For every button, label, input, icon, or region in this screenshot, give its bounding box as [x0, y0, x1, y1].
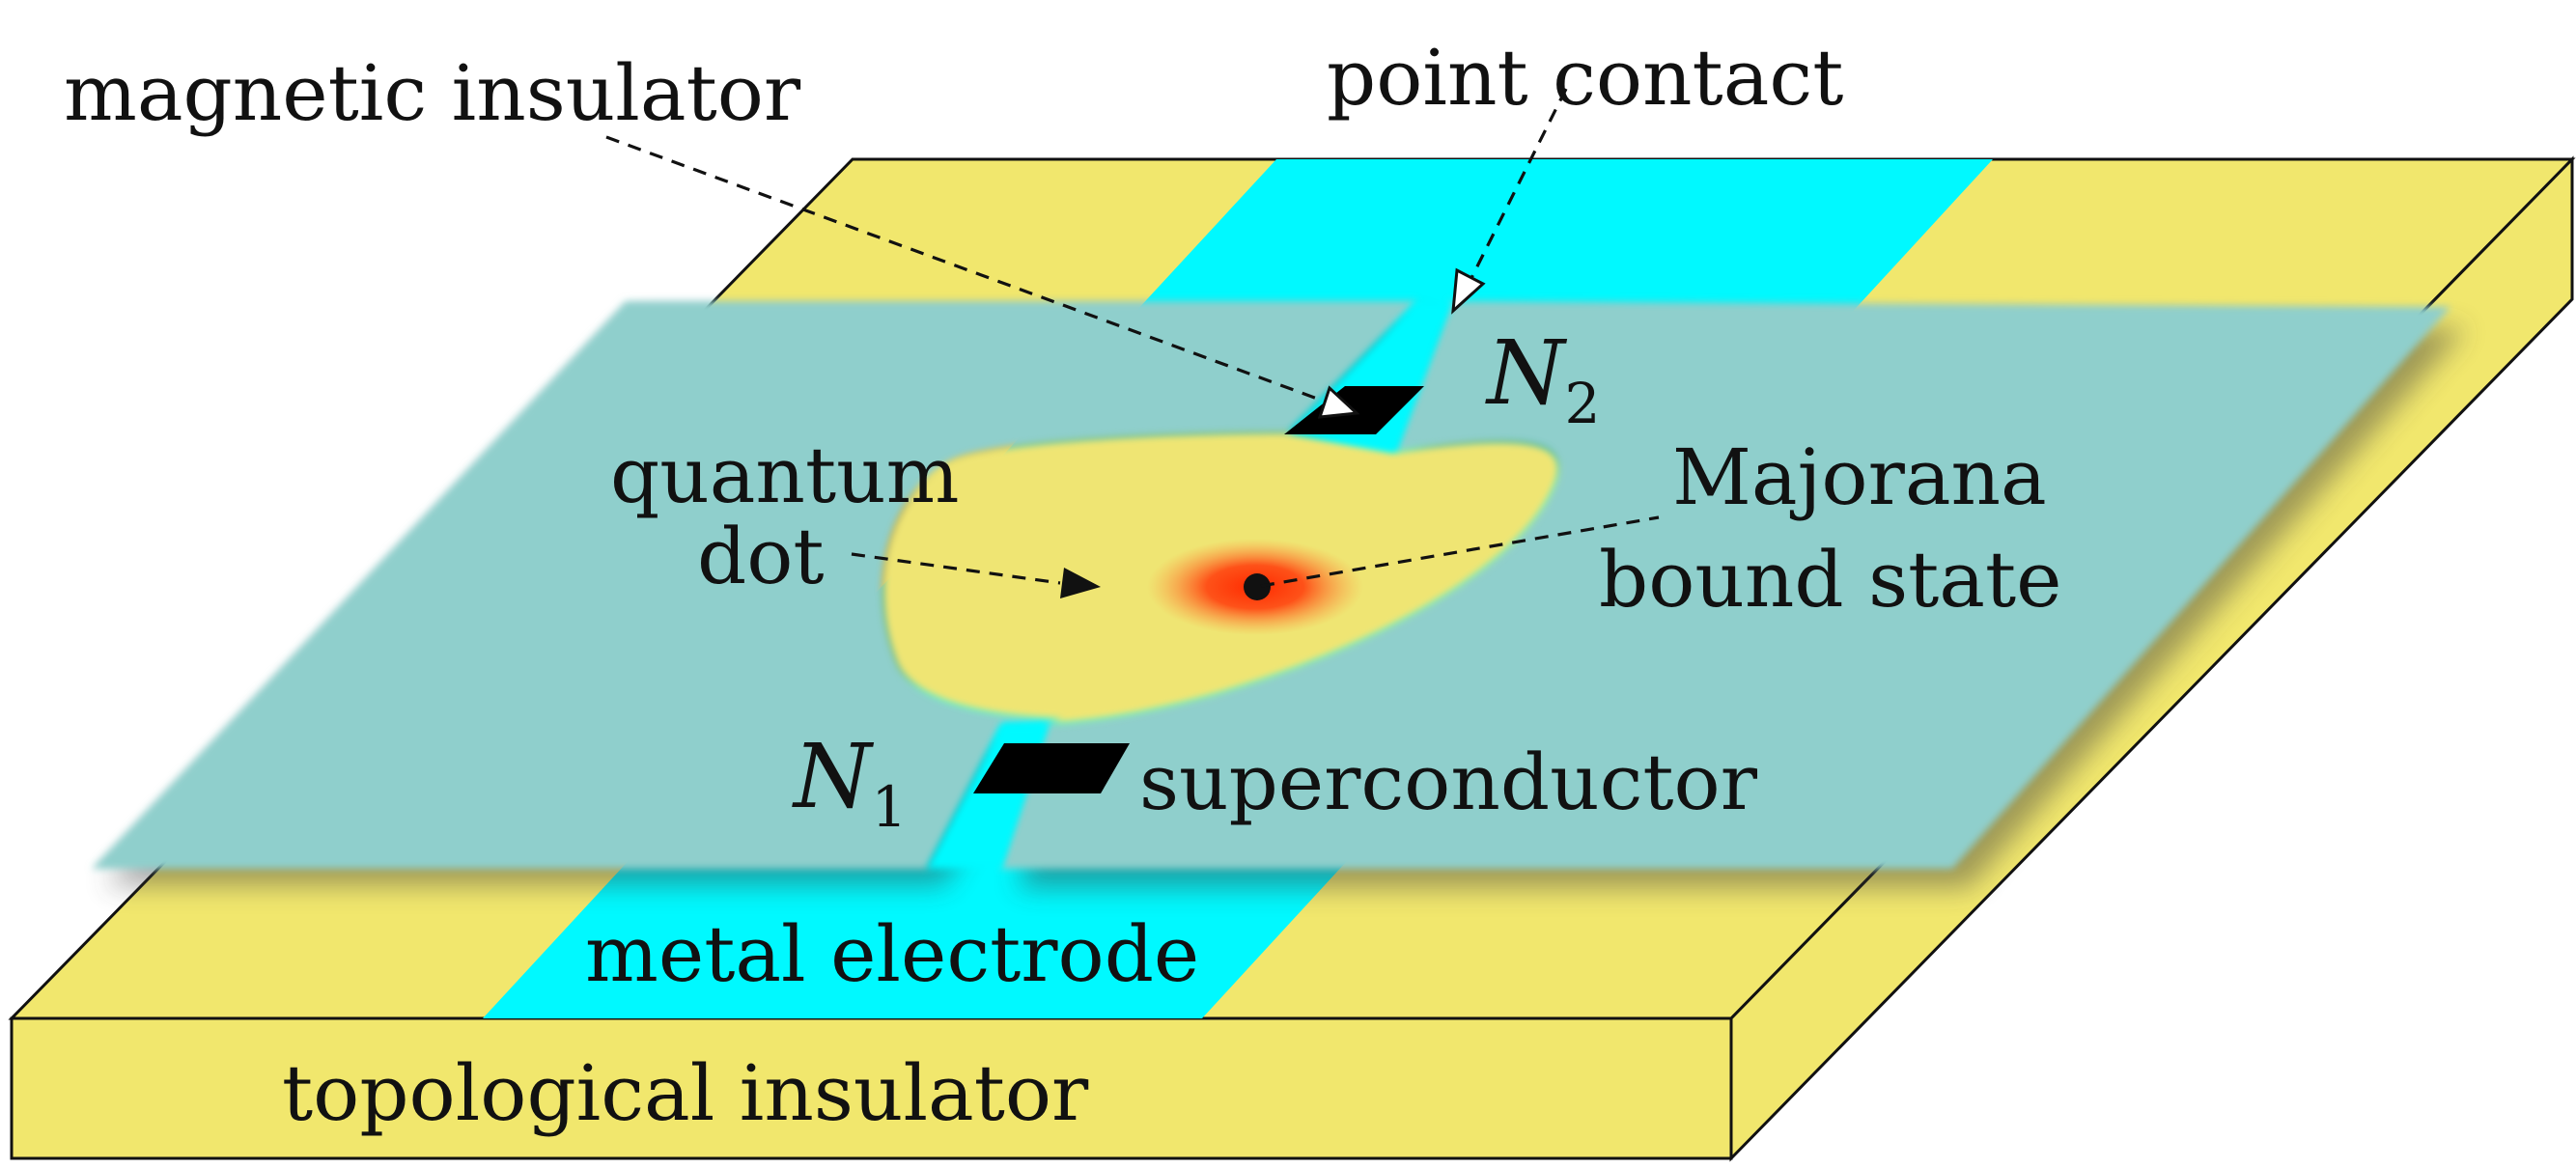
- n2-subscript: 2: [1565, 371, 1601, 436]
- majorana-label-line1: Majorana: [1672, 432, 2047, 522]
- superconductor-label: superconductor: [1139, 737, 1758, 827]
- superconductor-left: [92, 301, 1417, 869]
- n2-label: N2: [1485, 321, 1600, 436]
- n1-letter: N: [792, 725, 875, 828]
- magnetic-insulator-arrow: [605, 135, 1360, 419]
- n1-label: N1: [792, 725, 907, 840]
- quantum-dot-label-line1: quantum: [610, 431, 959, 520]
- point-contact-label: point contact: [1327, 33, 1843, 123]
- n1-subscript: 1: [872, 774, 908, 840]
- n2-letter: N: [1485, 321, 1568, 425]
- majorana-arrow: [1260, 515, 1660, 588]
- point-contact-arrow: [1451, 88, 1568, 315]
- metal-electrode-label: metal electrode: [585, 909, 1199, 999]
- quantum-dot-label-line2: dot: [697, 512, 825, 601]
- magnetic-insulator-label: magnetic insulator: [64, 48, 801, 138]
- magnetic-insulator-n1: [973, 743, 1130, 793]
- quantum-dot-arrow: [851, 552, 1101, 598]
- majorana-label-line2: bound state: [1599, 535, 2061, 625]
- superconductor-right: [1000, 301, 2450, 869]
- majorana-dot: [1244, 573, 1271, 600]
- topological-insulator-label: topological insulator: [282, 1048, 1089, 1138]
